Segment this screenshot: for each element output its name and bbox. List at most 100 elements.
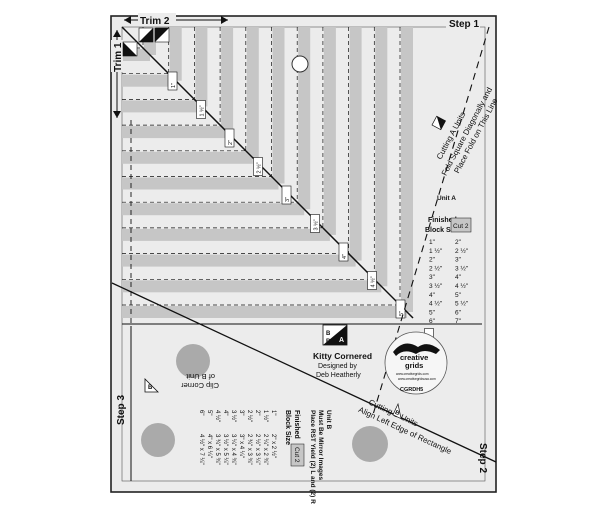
- stair-stripe-vertical: [401, 27, 413, 312]
- cutting-b-unit-icon: B: [392, 402, 402, 420]
- unit-b-finished: 2": [254, 410, 260, 415]
- unit-a-cut: 4 ½": [455, 282, 469, 290]
- clip-corner-instruction: Clip Corner of B Unit: [181, 372, 219, 390]
- stair-size-tag: 1 ½": [196, 100, 206, 119]
- stair-stripe-horizontal: [122, 74, 176, 87]
- unit-a-finished: 4": [429, 292, 436, 299]
- stair-size-tag-text: 4 ½": [370, 276, 377, 287]
- stair-size-tag-text: 2": [228, 140, 234, 145]
- unit-a-header-line2: Block Size: [425, 227, 460, 234]
- stair-stripe-horizontal: [122, 254, 356, 267]
- unit-a-cut: 3 ½": [455, 264, 469, 272]
- sku-label: CGRDH5: [400, 387, 423, 393]
- stair-size-tag-text: 3 ½": [313, 219, 320, 230]
- unit-b-finished: 5": [206, 410, 212, 415]
- unit-b-cut: 4 ½" x 7 ¼": [198, 434, 205, 465]
- trim1-label-group: Trim 1: [111, 30, 124, 118]
- stair-stripe-horizontal: [122, 228, 330, 241]
- stair-size-tag: 4 ½": [367, 271, 377, 290]
- svg-text:grids: grids: [405, 361, 423, 370]
- unit-b-finished: 1 ½": [262, 410, 269, 422]
- grip-circle-2: [141, 423, 175, 457]
- stair-size-tag: 2 ½": [253, 157, 263, 176]
- stair-size-tag: 3 ½": [310, 214, 320, 233]
- unit-a-table: Unit A Finished Block Size Cut 2 1"2"1 ½…: [425, 195, 472, 325]
- stair-stripe-horizontal: [122, 151, 253, 164]
- stair-size-tag-text: 1 ½": [199, 105, 206, 116]
- unit-b-cut: 3" x 4 ¼": [238, 434, 244, 458]
- unit-a-cut: 5 ½": [455, 300, 469, 308]
- unit-b-finished: 1": [270, 410, 276, 415]
- grip-circle-3: [352, 426, 388, 462]
- grip-circle-1: [176, 344, 210, 378]
- stair-size-tag-text: 1": [171, 83, 177, 88]
- trim2-label-group: Trim 2: [124, 13, 228, 27]
- step1-label: Step 1: [449, 19, 479, 30]
- stair-size-tag-text: 5": [399, 311, 405, 316]
- unit-a-finished: 6": [429, 318, 436, 325]
- unit-b-cut-label: Cut 2: [293, 447, 300, 463]
- stair-stripe-horizontal: [122, 203, 305, 216]
- stair-stripe-vertical: [323, 27, 336, 235]
- unit-a-cut: 2 ½": [455, 247, 469, 255]
- unit-b-cut: 2 ¼" x 2 ¾": [262, 434, 268, 465]
- unit-a-title: Unit A: [437, 195, 456, 202]
- unit-b-rows: 1"2" x 2 ½"1 ½"2 ¼" x 2 ¾"2"2 ½" x 3 ¼"2…: [198, 410, 277, 465]
- stair-stripe-horizontal: [122, 280, 382, 293]
- trim2-label: Trim 2: [140, 16, 170, 27]
- unit-a-finished: 1 ½": [429, 247, 443, 255]
- unit-a-finished: 2 ½": [429, 264, 443, 272]
- svg-text:www.creativegridsusa.com: www.creativegridsusa.com: [398, 377, 436, 381]
- unit-b-finished: 3": [238, 410, 244, 415]
- stair-stripe-vertical: [169, 27, 182, 81]
- unit-b-cut: 3 ¾" x 5 ¾": [214, 434, 220, 465]
- svg-text:B: B: [394, 410, 401, 418]
- stair-size-tag-text: 3": [285, 197, 291, 202]
- unit-b-finished: 2 ½": [246, 410, 253, 422]
- svg-text:B: B: [326, 339, 331, 345]
- unit-a-cut: 6": [455, 309, 462, 316]
- unit-b-cut: 4" x 6 ¼": [206, 434, 212, 458]
- unit-a-cut: 7": [455, 318, 462, 325]
- stair-stripe-vertical: [221, 27, 234, 133]
- unit-a-finished: 3 ½": [429, 282, 443, 290]
- corner-triangle-markers: [122, 27, 170, 57]
- unit-b-finished: 4 ½": [214, 410, 221, 422]
- stair-stripe-horizontal: [122, 100, 202, 113]
- unit-b-finished: 6": [198, 410, 204, 415]
- product-title: Kitty Cornered: [313, 351, 372, 361]
- stair-stripe-vertical: [349, 27, 362, 261]
- step2-label: Step 2: [477, 443, 488, 473]
- stair-stripe-horizontal: [122, 126, 228, 139]
- clip-corner-line2: of B Unit: [185, 372, 215, 381]
- unit-a-finished: 5": [429, 309, 436, 316]
- svg-text:creative: creative: [400, 353, 428, 362]
- unit-a-cut: 5": [455, 292, 462, 299]
- stair-size-tag: 3": [281, 185, 292, 205]
- svg-text:B: B: [326, 331, 331, 337]
- stair-stripe-horizontal: [122, 306, 407, 318]
- unit-b-table: Unit B Must Be Mirror Images Place RST Y…: [198, 410, 332, 504]
- unit-b-header-line2: Block Size: [284, 410, 291, 445]
- cutting-a-unit-icon: [431, 115, 446, 131]
- designed-by: Designed by: [318, 363, 357, 370]
- unit-a-finished: 3": [429, 274, 436, 281]
- trim1-label: Trim 1: [113, 42, 124, 72]
- unit-b-title: Unit B: [325, 410, 332, 429]
- unit-b-cut: 2 ½" x 3 ¼": [254, 434, 261, 465]
- designer-name: Deb Heatherly: [316, 372, 361, 379]
- unit-b-finished: 4": [222, 410, 228, 415]
- clip-corner-b-icon: B: [144, 378, 159, 393]
- step2-diagonal-line: [111, 282, 497, 463]
- stair-size-tag: 4": [338, 242, 349, 262]
- unit-a-cut: 3": [455, 257, 462, 264]
- stair-stripe-vertical: [375, 27, 388, 287]
- stair-stripe-horizontal: [122, 177, 279, 190]
- svg-text:A: A: [339, 337, 344, 344]
- unit-a-finished: 1": [429, 239, 436, 246]
- unit-b-finished: 3 ½": [230, 410, 237, 422]
- staircase-stripes: [122, 27, 413, 318]
- unit-a-rows: 1"2"1 ½"2 ½"2"3"2 ½"3 ½"3"4"3 ½"4 ½"4"5"…: [429, 239, 469, 325]
- unit-b-cut: 2 ¾" x 3 ¾": [246, 434, 252, 465]
